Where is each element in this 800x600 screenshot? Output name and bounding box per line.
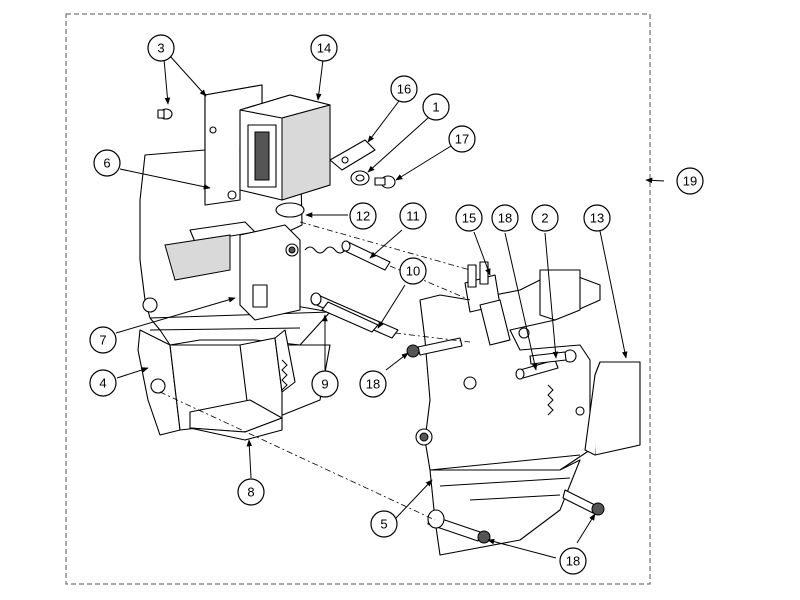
callout-10: 10 xyxy=(399,257,427,285)
svg-text:17: 17 xyxy=(455,132,469,147)
callout-3: 3 xyxy=(147,34,175,62)
spring-12 xyxy=(304,246,346,254)
centerline-upper xyxy=(299,221,471,271)
right-frame-assembly xyxy=(415,261,601,556)
callout-8: 8 xyxy=(237,478,265,506)
svg-text:4: 4 xyxy=(99,376,106,391)
callout-5: 5 xyxy=(370,510,398,538)
callout-6: 6 xyxy=(93,149,121,177)
leader-lines xyxy=(115,55,665,559)
svg-text:13: 13 xyxy=(590,211,604,226)
svg-text:18: 18 xyxy=(498,211,512,226)
svg-text:9: 9 xyxy=(321,377,328,392)
svg-text:10: 10 xyxy=(406,264,420,279)
callout-13: 13 xyxy=(583,204,611,232)
svg-text:12: 12 xyxy=(356,209,370,224)
callout-12: 12 xyxy=(349,202,377,230)
callout-9: 9 xyxy=(311,370,339,398)
solenoid xyxy=(239,94,331,218)
callout-4: 4 xyxy=(89,369,117,397)
callout-11: 11 xyxy=(399,202,427,230)
svg-text:8: 8 xyxy=(247,485,254,500)
svg-text:11: 11 xyxy=(406,209,420,224)
svg-text:18: 18 xyxy=(366,377,380,392)
bracket-16 xyxy=(329,139,376,171)
cover-plate-13 xyxy=(594,361,641,456)
callout-18-lower: 18 xyxy=(559,547,587,575)
svg-text:2: 2 xyxy=(541,211,548,226)
svg-text:7: 7 xyxy=(99,333,106,348)
callout-1: 1 xyxy=(422,93,450,121)
svg-text:18: 18 xyxy=(566,554,580,569)
foot-pedal-8 xyxy=(189,329,296,441)
callout-19: 19 xyxy=(676,167,704,195)
svg-text:19: 19 xyxy=(683,174,697,189)
svg-text:6: 6 xyxy=(103,156,110,171)
svg-text:16: 16 xyxy=(397,82,411,97)
callout-17: 17 xyxy=(448,125,476,153)
centerline-lower xyxy=(159,391,436,521)
svg-text:5: 5 xyxy=(380,517,387,532)
svg-text:15: 15 xyxy=(462,211,476,226)
assembly-boundary xyxy=(65,13,651,585)
callout-18-upper: 18 xyxy=(491,204,519,232)
svg-text:14: 14 xyxy=(317,41,331,56)
svg-text:3: 3 xyxy=(157,41,164,56)
callout-2: 2 xyxy=(531,204,559,232)
callout-14: 14 xyxy=(310,34,338,62)
callout-16: 16 xyxy=(390,75,418,103)
callout-7: 7 xyxy=(89,326,117,354)
callout-18-middle: 18 xyxy=(359,370,387,398)
callout-15: 15 xyxy=(455,204,483,232)
svg-text:1: 1 xyxy=(432,100,439,115)
